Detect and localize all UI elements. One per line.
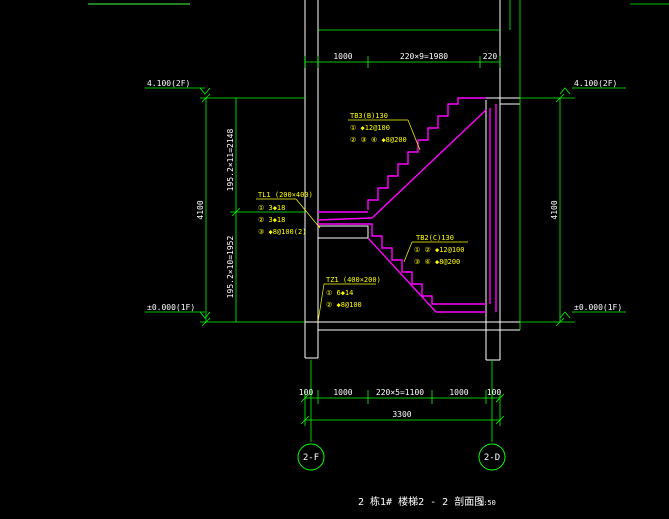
right-dim-total: 4100 bbox=[550, 200, 559, 219]
level-bottom-right: ±0.000(1F) bbox=[574, 303, 622, 312]
tl1-line3: ③ ◆8@100(2) bbox=[258, 228, 306, 236]
tb3-title: TB3(B)130 bbox=[350, 112, 388, 120]
tb2-line2: ③ ④ ◆8@200 bbox=[414, 258, 460, 266]
annotation-tb2: TB2(C)130 ① ② ◆12@100 ③ ④ ◆8@200 bbox=[414, 234, 464, 266]
upper-flight-soffit bbox=[371, 109, 487, 219]
bottom-dim-total: 3300 bbox=[392, 410, 411, 419]
tb2-line1: ① ② ◆12@100 bbox=[414, 246, 464, 254]
right-dimension-text: 4100 bbox=[550, 200, 559, 219]
annotation-tl1: TL1 (200×400) ① 3◆18 ② 3◆18 ③ ◆8@100(2) bbox=[258, 191, 313, 236]
tl1-title: TL1 (200×400) bbox=[258, 191, 313, 199]
level-bottom-left: ±0.000(1F) bbox=[147, 303, 195, 312]
lower-flight-steps bbox=[318, 223, 486, 305]
tz1-line1: ① 6◆14 bbox=[326, 289, 353, 297]
axis-bubble-right bbox=[478, 443, 506, 471]
stair-flights bbox=[317, 97, 497, 313]
lower-flight-soffit bbox=[367, 237, 437, 313]
bottom-dimension-text: 100 1000 220×5=1100 1000 100 3300 bbox=[299, 388, 502, 419]
left-dim-total: 4100 bbox=[196, 200, 205, 219]
bottom-dim-3: 1000 bbox=[449, 388, 468, 397]
level-top-left: 4.100(2F) bbox=[147, 79, 190, 88]
axis-label-left: 2-F bbox=[303, 453, 319, 463]
drawing-title: 2 栋1# 楼梯2 - 2 剖面图 bbox=[358, 495, 484, 508]
tl1-line2: ② 3◆18 bbox=[258, 216, 285, 224]
top-dim-3: 220 bbox=[483, 52, 498, 61]
top-dimension-text: 1000 220×9=1980 220 bbox=[333, 52, 497, 61]
left-dim-lower: 195.2×10=1952 bbox=[226, 236, 235, 299]
tz1-title: TZ1 (400×200) bbox=[326, 276, 381, 284]
annotation-tb3: TB3(B)130 ① ◆12@100 ② ③ ④ ◆8@200 bbox=[350, 112, 407, 144]
tz1-line2: ② ◆8@100 bbox=[326, 301, 362, 309]
level-markers bbox=[145, 87, 626, 319]
top-dim-1: 1000 bbox=[333, 52, 352, 61]
drawing-scale: 1:50 bbox=[479, 499, 496, 507]
annotation-leaders bbox=[256, 119, 468, 323]
top-dim-2: 220×9=1980 bbox=[400, 52, 448, 61]
drawing-title-block: 2 栋1# 楼梯2 - 2 剖面图 1:50 bbox=[358, 495, 496, 508]
bottom-dim-1: 1000 bbox=[333, 388, 352, 397]
level-labels: 4.100(2F) 4.100(2F) ±0.000(1F) ±0.000(1F… bbox=[147, 79, 622, 312]
left-dim-upper: 195.2×11=2148 bbox=[226, 129, 235, 192]
tl1-line1: ① 3◆18 bbox=[258, 204, 285, 212]
bottom-dim-4: 100 bbox=[487, 388, 502, 397]
upper-flight-steps bbox=[367, 97, 486, 210]
axis-bubble-left bbox=[297, 443, 325, 471]
bottom-dim-0: 100 bbox=[299, 388, 314, 397]
level-top-right: 4.100(2F) bbox=[574, 79, 617, 88]
tb2-title: TB2(C)130 bbox=[416, 234, 454, 242]
axis-label-right: 2-D bbox=[484, 453, 500, 463]
tb3-line1: ① ◆12@100 bbox=[350, 124, 390, 132]
left-dimension-text: 195.2×11=2148 195.2×10=1952 4100 bbox=[196, 129, 235, 299]
tb3-line2: ② ③ ④ ◆8@200 bbox=[350, 136, 407, 144]
dimension-lines bbox=[88, 0, 669, 442]
axis-bubbles: 2-F 2-D bbox=[297, 443, 506, 471]
annotation-tz1: TZ1 (400×200) ① 6◆14 ② ◆8@100 bbox=[326, 276, 381, 309]
bottom-dim-2: 220×5=1100 bbox=[376, 388, 424, 397]
